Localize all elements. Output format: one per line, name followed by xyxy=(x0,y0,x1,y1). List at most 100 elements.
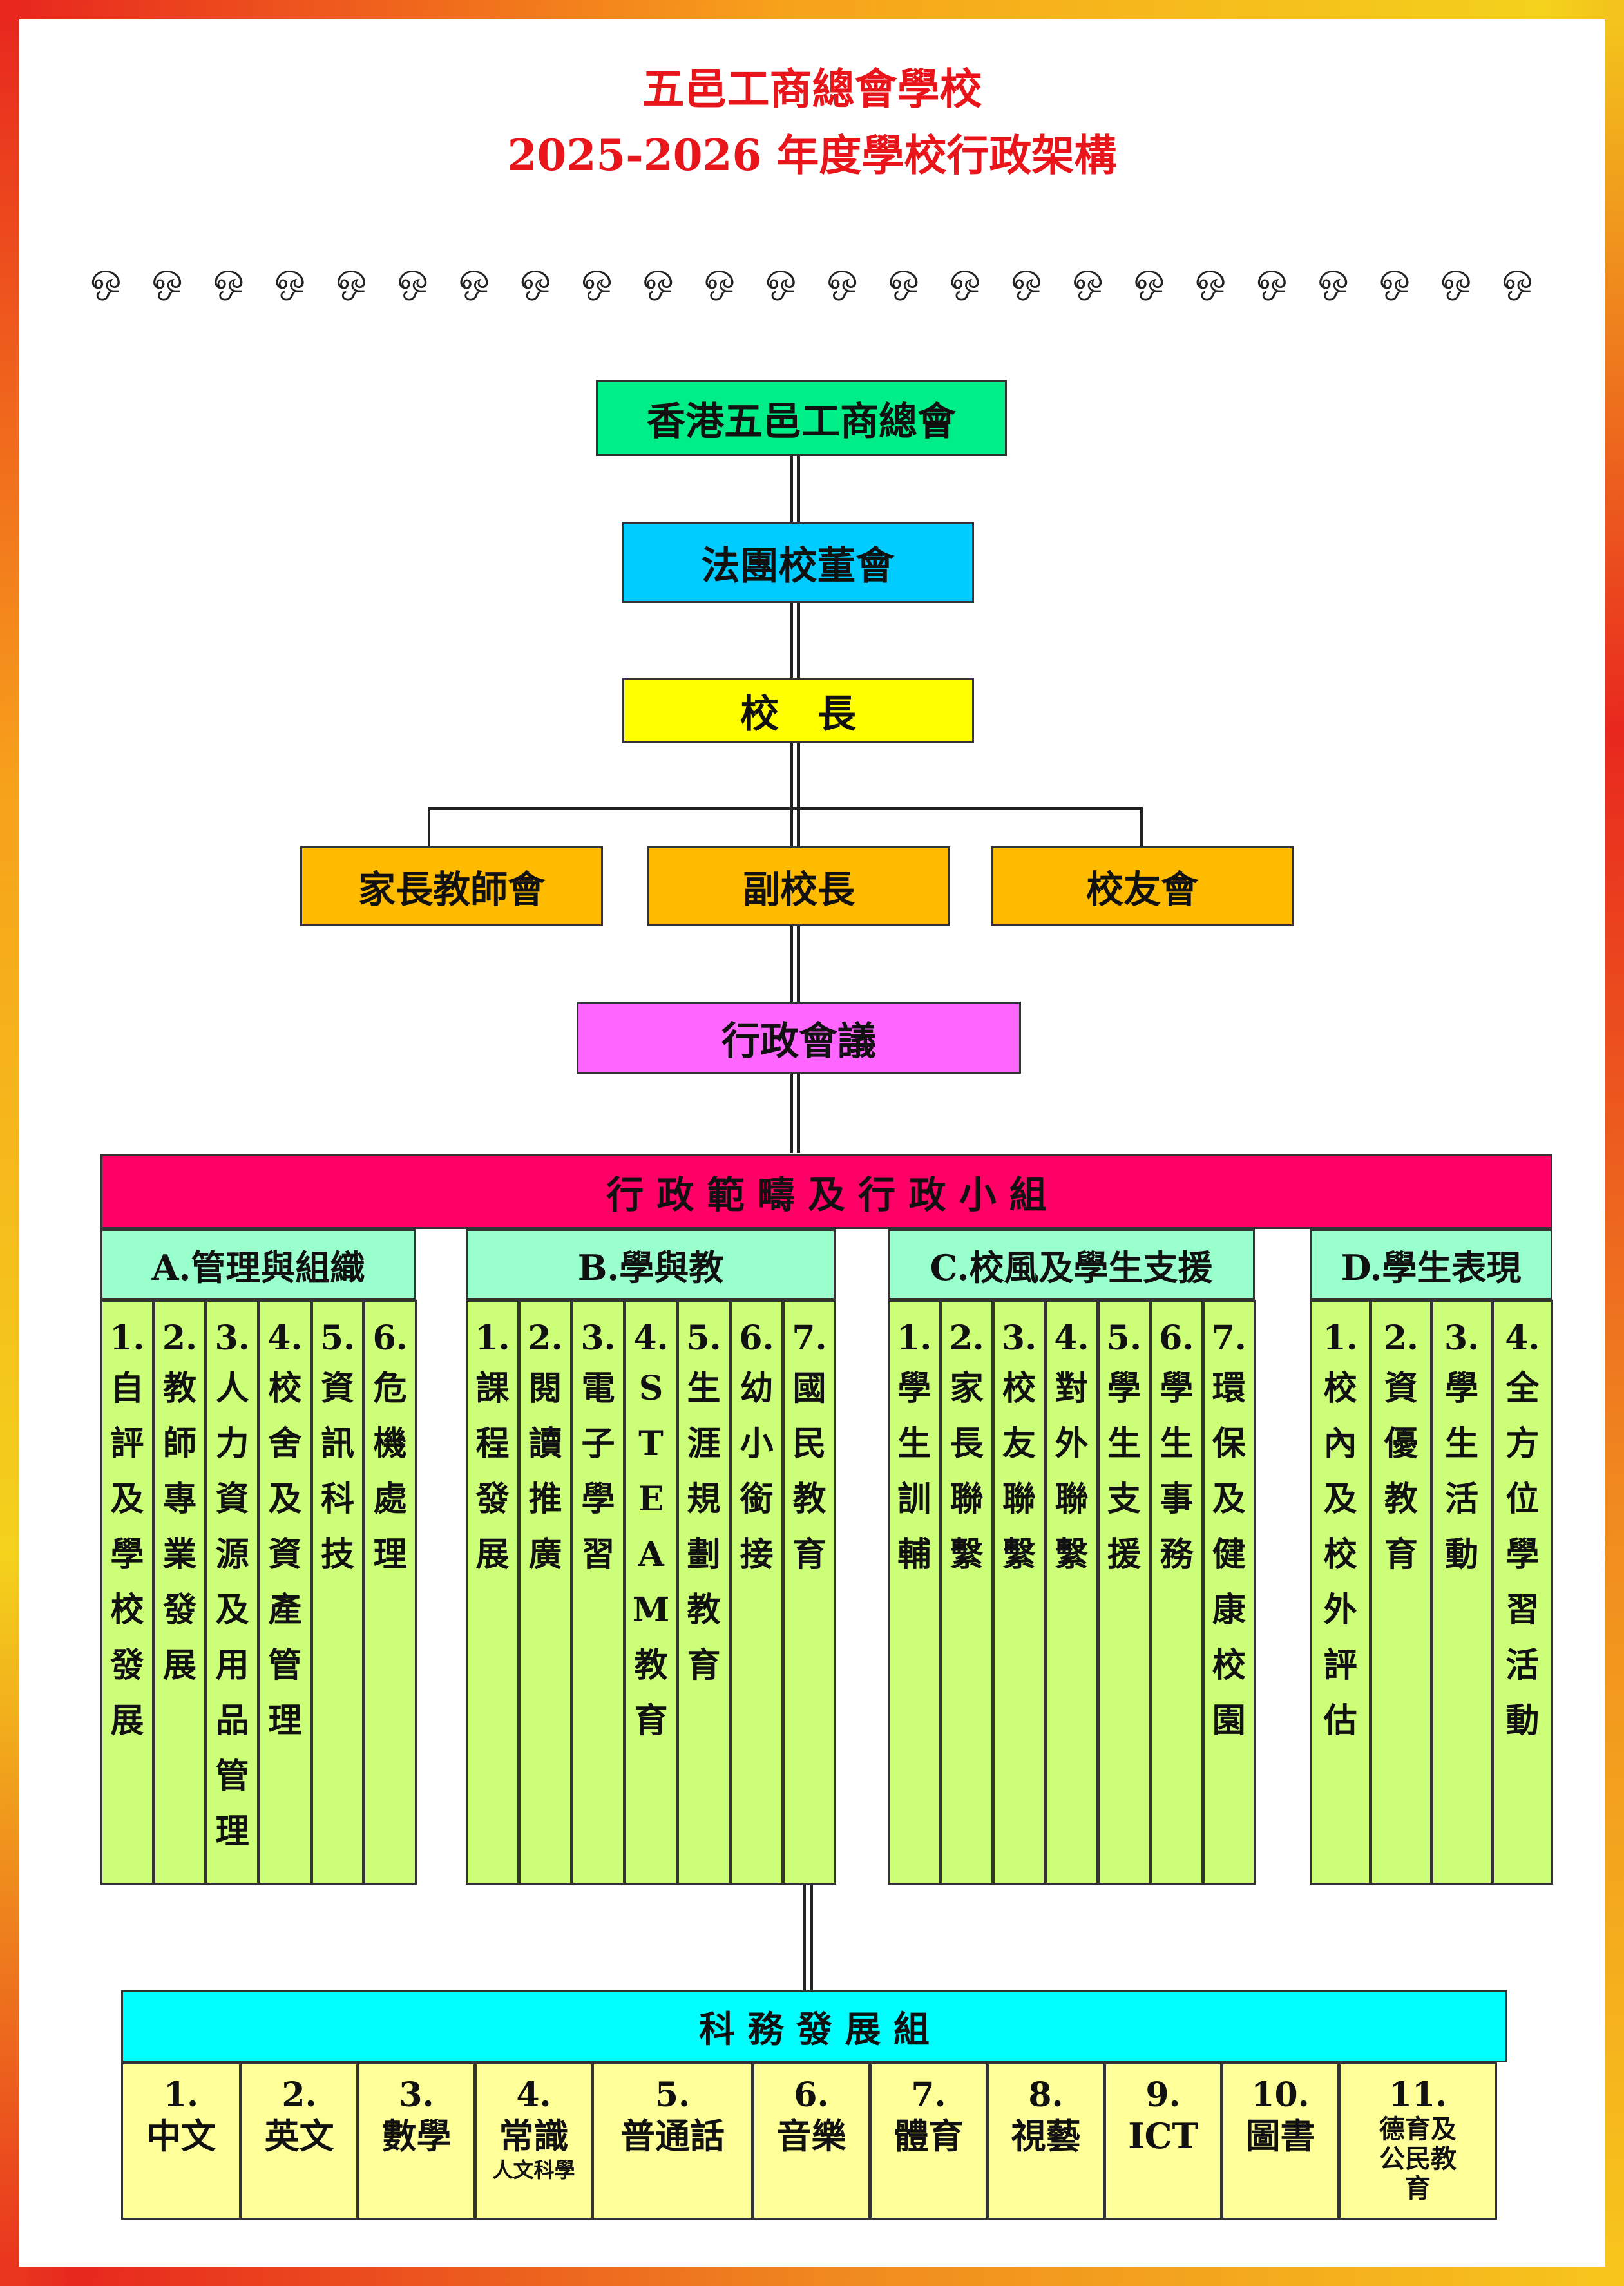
item-number: 5. xyxy=(1106,1319,1142,1358)
branch-right-line xyxy=(1140,807,1143,847)
org-top-box: 香港五邑工商總會 xyxy=(596,380,1007,456)
subject-dev-banner: 科 務 發 展 組 xyxy=(121,1990,1507,2062)
subject-cell: 2.英文 xyxy=(240,2062,358,2220)
swirl-glyph-icon: ஒ xyxy=(1379,254,1411,298)
subject-number: 3. xyxy=(399,2075,434,2115)
swirl-glyph-icon: ஒ xyxy=(581,254,613,298)
item-label: 學生訓輔 xyxy=(897,1369,931,1574)
group-item-column: 1.自評及學校發展 xyxy=(100,1300,154,1885)
swirl-glyph-icon: ஒ xyxy=(1440,254,1472,298)
item-number: 5. xyxy=(320,1319,356,1358)
item-label: 電子學習 xyxy=(581,1369,615,1574)
group-heading: C.校風及學生支援 xyxy=(888,1229,1255,1300)
item-number: 2. xyxy=(528,1319,563,1358)
swirl-glyph-icon: ஒ xyxy=(397,254,428,298)
item-label: 學生事務 xyxy=(1160,1369,1194,1574)
item-number: 3. xyxy=(580,1319,616,1358)
subject-label: 體育 xyxy=(893,2115,964,2157)
principal-box: 校 長 xyxy=(622,678,974,743)
item-number: 3. xyxy=(1001,1319,1037,1358)
item-label: 課程發展 xyxy=(475,1369,510,1574)
swirl-glyph-icon: ஒ xyxy=(336,254,367,298)
subject-sublabel: 人文科學 xyxy=(492,2158,575,2182)
item-label: STEAM教育 xyxy=(632,1369,670,1740)
item-label: 家長聯繫 xyxy=(950,1369,984,1574)
subject-label: 普通話 xyxy=(620,2115,725,2157)
group-item-column: 4.STEAM教育 xyxy=(624,1300,678,1885)
subject-label: 音樂 xyxy=(776,2115,846,2157)
group-item-column: 2.資優教育 xyxy=(1370,1300,1432,1885)
item-label: 國民教育 xyxy=(792,1369,826,1574)
board-box: 法團校董會 xyxy=(622,522,974,603)
group-item-column: 4. 對外聯繫 xyxy=(1045,1300,1098,1885)
subject-label: 視藝 xyxy=(1011,2115,1081,2157)
subject-number: 10. xyxy=(1251,2075,1310,2115)
lower-connector-line xyxy=(803,1885,813,1990)
swirl-glyph-icon: ஒ xyxy=(213,254,245,298)
item-number: 4. xyxy=(1505,1319,1540,1358)
item-label: 人力資源及用品管理 xyxy=(215,1369,249,1851)
group-item-column: 6. 危機處理 xyxy=(363,1300,417,1885)
item-number: 1. xyxy=(110,1319,145,1358)
vice-principal-box: 副校長 xyxy=(647,846,950,926)
admin-meeting-box: 行政會議 xyxy=(577,1002,1021,1074)
school-name: 五邑工商總會學校 xyxy=(642,64,982,114)
swirl-glyph-icon: ஒ xyxy=(1317,254,1349,298)
item-label: 閱讀推廣 xyxy=(528,1369,562,1574)
group-item-column: 3. 電子學習 xyxy=(571,1300,625,1885)
group-item-column: 7.環保及健康校園 xyxy=(1202,1300,1256,1885)
group-item-column: 5. 學生支援 xyxy=(1097,1300,1151,1885)
group-item-column: 3.學生活動 xyxy=(1431,1300,1493,1885)
group-heading: B.學與教 xyxy=(466,1229,836,1300)
item-label: 資訊科技 xyxy=(320,1369,354,1574)
item-label: 環保及健康校園 xyxy=(1212,1369,1246,1740)
item-number: 1. xyxy=(475,1319,510,1358)
group-heading: A.管理與組織 xyxy=(100,1229,416,1300)
group-item-column: 5. 資訊科技 xyxy=(310,1300,365,1885)
swirl-glyph-icon: ஒ xyxy=(642,254,674,298)
branch-left-line xyxy=(428,807,430,847)
group-item-column: 1.校內及校外評估 xyxy=(1310,1300,1371,1885)
item-number: 6. xyxy=(739,1319,774,1358)
item-number: 4. xyxy=(267,1319,303,1358)
subject-cell: 9.ICT xyxy=(1104,2062,1222,2220)
item-label: 學生支援 xyxy=(1107,1369,1141,1574)
item-number: 4. xyxy=(1054,1319,1089,1358)
group-item-column: 2. 家長聯繫 xyxy=(940,1300,993,1885)
item-label: 危機處理 xyxy=(373,1369,407,1574)
group-item-column: 5.生涯規劃教育 xyxy=(677,1300,731,1885)
group-item-column: 1. 課程發展 xyxy=(466,1300,519,1885)
swirl-glyph-icon: ஒ xyxy=(1502,254,1533,298)
item-label: 幼小銜接 xyxy=(740,1369,774,1574)
swirl-glyph-icon: ஒ xyxy=(765,254,797,298)
subject-number: 9. xyxy=(1145,2075,1181,2115)
item-label: 對外聯繫 xyxy=(1055,1369,1089,1574)
chart-title: 2025-2026 年度學校行政架構 xyxy=(507,130,1117,180)
group-item-column: 4.全方位學習活動 xyxy=(1491,1300,1553,1885)
admin-scope-banner: 行 政 範 疇 及 行 政 小 組 xyxy=(100,1154,1552,1229)
subject-number: 8. xyxy=(1028,2075,1064,2115)
swirl-glyph-icon: ஒ xyxy=(826,254,858,298)
group-item-column: 6. 幼小銜接 xyxy=(730,1300,783,1885)
swirl-glyph-icon: ஒ xyxy=(1072,254,1103,298)
subject-label: 英文 xyxy=(264,2115,334,2157)
subject-cell: 1.中文 xyxy=(121,2062,241,2220)
item-number: 2. xyxy=(949,1319,984,1358)
subject-label: ICT xyxy=(1128,2115,1198,2157)
group-item-column: 1.學生訓輔 xyxy=(888,1300,941,1885)
swirl-glyph-icon: ஒ xyxy=(703,254,736,298)
item-label: 校友聯繫 xyxy=(1002,1369,1036,1574)
subject-label: 常識 xyxy=(499,2115,569,2157)
swirl-glyph-icon: ஒ xyxy=(274,254,306,298)
item-number: 5. xyxy=(686,1319,721,1358)
group-item-column: 3. 校友聯繫 xyxy=(992,1300,1046,1885)
item-number: 6. xyxy=(372,1319,408,1358)
swirl-glyph-icon: ஒ xyxy=(458,254,490,298)
item-number: 2. xyxy=(162,1319,198,1358)
subject-number: 4. xyxy=(516,2075,551,2115)
subject-cell: 10.圖書 xyxy=(1221,2062,1339,2220)
swirl-glyph-icon: ஒ xyxy=(949,254,981,298)
subject-label: 德育及公民教育 xyxy=(1379,2114,1457,2204)
subject-cell: 4.常識人文科學 xyxy=(475,2062,593,2220)
